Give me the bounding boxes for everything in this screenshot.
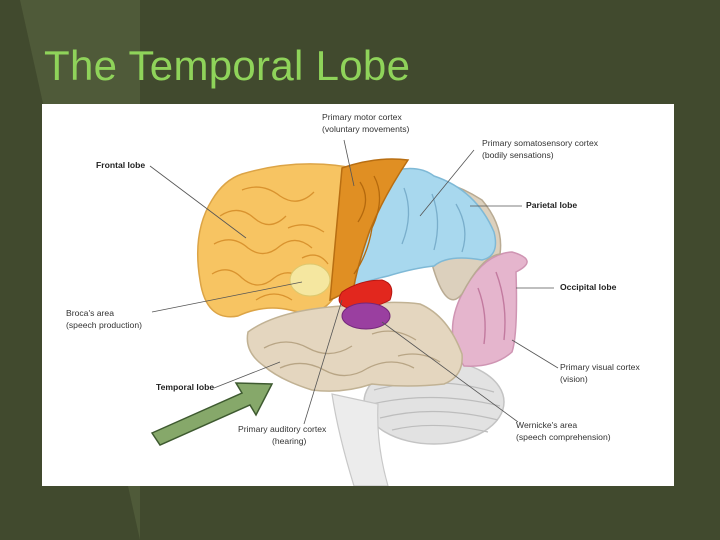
auditory-cortex-region [338, 279, 393, 309]
label-primary-motor-cortex: Primary motor cortex [322, 112, 402, 122]
leader-lines [149, 139, 559, 425]
brain-diagram [149, 139, 559, 486]
label-wernickes-area: Wernicke's area [516, 420, 578, 430]
temporal-lobe-arrow [150, 382, 274, 446]
label-parietal-lobe: Parietal lobe [526, 200, 578, 210]
label-primary-visual-cortex-sub: (vision) [560, 374, 588, 384]
label-primary-somatosensory-cortex-sub: (bodily sensations) [482, 150, 554, 160]
label-primary-auditory-cortex-sub: (hearing) [272, 436, 307, 446]
label-brocas-area-sub: (speech production) [66, 320, 142, 330]
label-primary-motor-cortex-sub: (voluntary movements) [322, 124, 410, 134]
wernickes-area-region [341, 302, 391, 330]
brocas-area-region [289, 263, 331, 297]
brainstem [331, 393, 389, 486]
label-brocas-area: Broca's area [66, 308, 114, 318]
label-occipital-lobe: Occipital lobe [560, 282, 617, 292]
diagram-panel: Frontal lobe Primary motor cortex (volun… [42, 104, 674, 486]
slide-title: The Temporal Lobe [44, 42, 411, 89]
label-primary-auditory-cortex: Primary auditory cortex [238, 424, 327, 434]
label-primary-visual-cortex: Primary visual cortex [560, 362, 640, 372]
label-primary-somatosensory-cortex: Primary somatosensory cortex [482, 138, 599, 148]
label-temporal-lobe: Temporal lobe [156, 382, 215, 392]
label-frontal-lobe: Frontal lobe [96, 160, 146, 170]
label-wernickes-area-sub: (speech comprehension) [516, 432, 611, 442]
